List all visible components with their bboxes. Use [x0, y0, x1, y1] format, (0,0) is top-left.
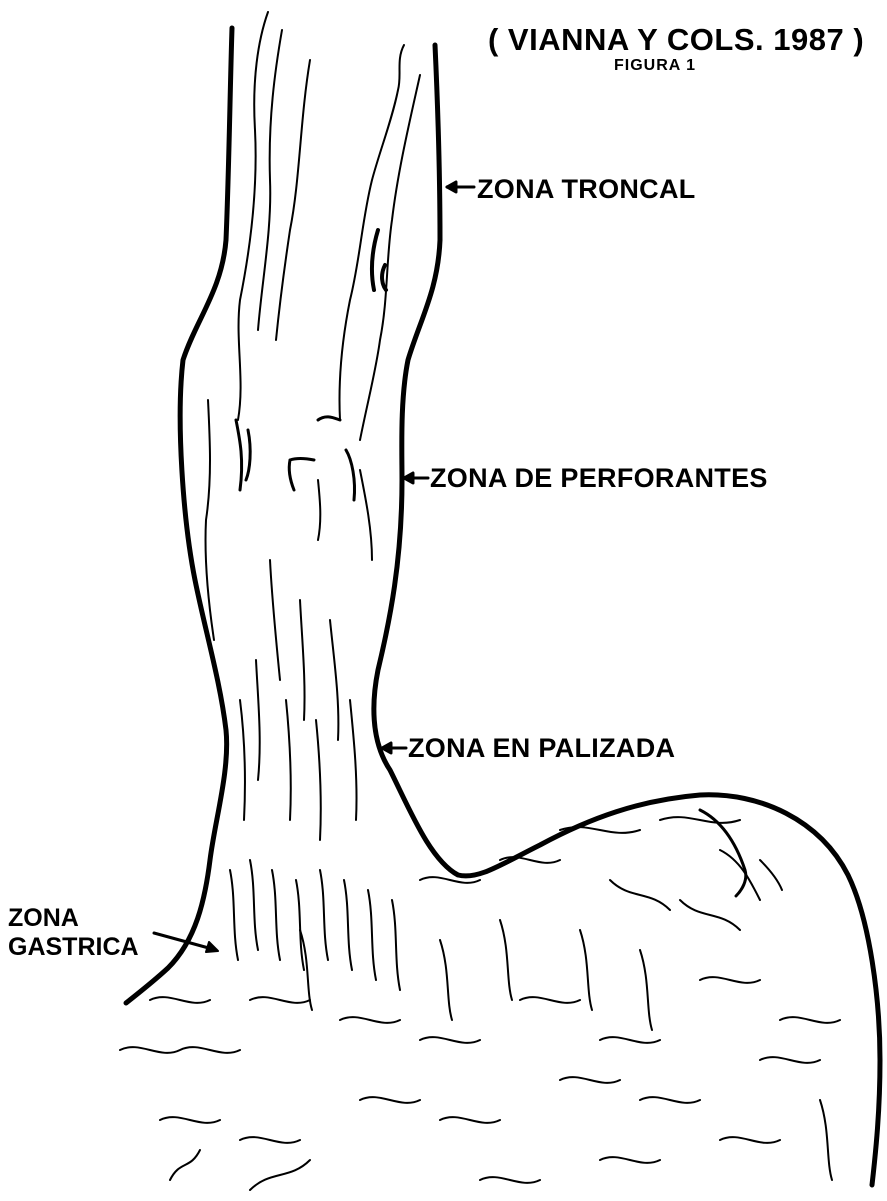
zone-label-palizada: ZONA EN PALIZADA	[408, 733, 675, 764]
arrow-gastrica-head	[206, 942, 218, 952]
esophagus-left-contour	[126, 28, 232, 1003]
figure-header: ( VIANNA Y COLS. 1987 ) FIGURA 1	[0, 22, 887, 102]
zone-label-gastrica-line2: GASTRICA	[8, 933, 139, 962]
arrow-troncal-head	[447, 182, 456, 192]
gastric-veins	[120, 810, 840, 1190]
figure-number: FIGURA 1	[614, 57, 696, 75]
zone-label-perforantes: ZONA DE PERFORANTES	[430, 463, 768, 494]
citation-text: ( VIANNA Y COLS. 1987 )	[488, 22, 864, 58]
zone-label-gastrica: ZONA GASTRICA	[8, 904, 139, 962]
zone-label-troncal: ZONA TRONCAL	[477, 174, 696, 205]
arrow-palizada-head	[382, 743, 391, 753]
zone-label-gastrica-line1: ZONA	[8, 904, 139, 933]
arrow-perforantes-head	[404, 473, 413, 483]
esophageal-veins	[205, 12, 420, 840]
